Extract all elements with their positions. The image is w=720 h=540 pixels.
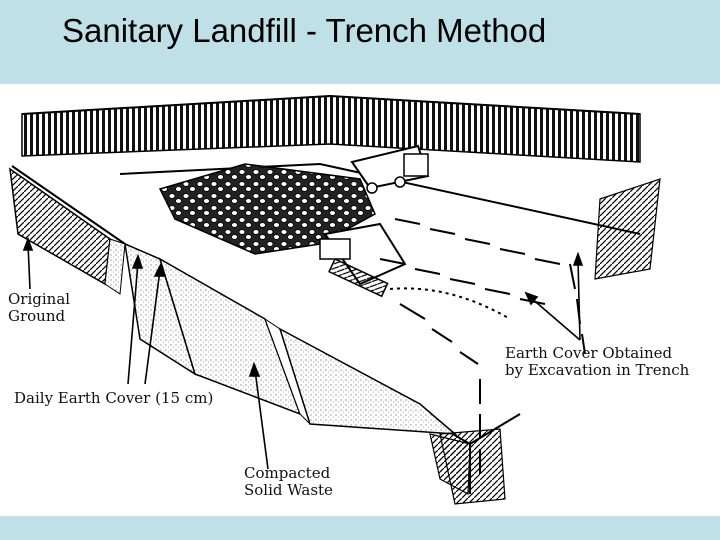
right-bank [594,178,661,280]
compactor-vehicle [319,222,407,298]
bottom-strip [0,516,720,540]
landfill-illustration [9,95,661,505]
perimeter-fence [21,95,641,163]
compacted-line1: Compacted [244,464,331,482]
trench-section [124,242,471,495]
corner-bank [439,428,506,505]
original-ground-line1: Original [8,290,71,308]
daily-cover-label: Daily Earth Cover (15 cm) [14,390,213,407]
compacted-waste-label: Compacted Solid Waste [244,465,333,499]
earth-cover-line2: by Excavation in Trench [505,361,690,379]
diagram-panel: Original Ground Daily Earth Cover (15 cm… [0,84,720,516]
earth-cover-line1: Earth Cover Obtained [505,344,673,362]
earth-cover-label: Earth Cover Obtained by Excavation in Tr… [505,345,689,379]
title-bar: Sanitary Landfill - Trench Method [0,0,720,84]
compacted-line2: Solid Waste [244,481,333,499]
left-bank [9,167,126,295]
original-ground-line2: Ground [8,307,66,325]
original-ground-label: Original Ground [8,291,70,325]
slide-title: Sanitary Landfill - Trench Method [62,12,547,49]
dump-truck [350,144,430,194]
daily-cover-text: Daily Earth Cover (15 cm) [14,389,214,407]
leader-lines [22,236,584,470]
